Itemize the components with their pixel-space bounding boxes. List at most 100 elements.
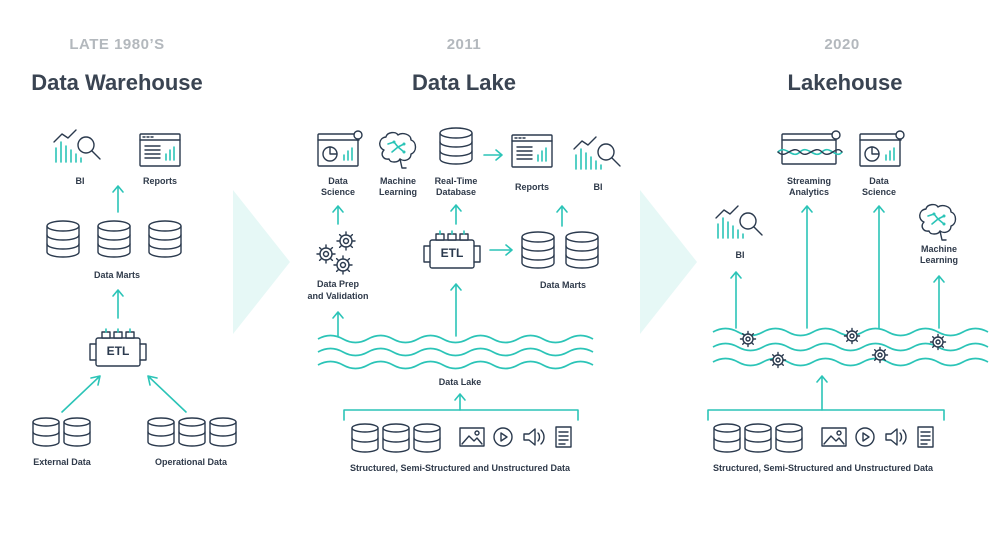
lake-prep-label-2: and Validation [307, 291, 368, 301]
lake-etl-label: ETL [441, 246, 464, 260]
lakehouse-science-label-2: Science [862, 187, 896, 197]
database-icon [63, 417, 91, 447]
database-icon [382, 423, 410, 453]
database-icon [46, 220, 80, 258]
database-icon [713, 423, 741, 453]
bi-icon [53, 129, 101, 163]
arrow-up-icon [730, 271, 742, 329]
reports-icon [511, 134, 553, 168]
gear-icon [929, 333, 947, 351]
database-icon [178, 417, 206, 447]
arrow-up-icon [112, 185, 124, 213]
gear-icon [843, 327, 861, 345]
database-icon [97, 220, 131, 258]
warehouse-bi-label: BI [76, 176, 85, 186]
lake-rtdb-label-1: Real-Time [435, 176, 478, 186]
lakehouse-panel: 2020 Lakehouse Streaming Analytics Data … [707, 36, 989, 473]
operational-data-label: Operational Data [155, 457, 228, 467]
database-icon [147, 417, 175, 447]
arrow-up-icon [556, 205, 568, 227]
lake-reports-label: Reports [515, 182, 549, 192]
warehouse-title: Data Warehouse [31, 70, 203, 95]
arrow-up-icon [332, 311, 344, 337]
database-icon [351, 423, 379, 453]
machine-learning-icon [378, 131, 417, 169]
arrow-up-icon [450, 283, 462, 337]
gear-icon [739, 330, 757, 348]
lake-ml-label-1: Machine [380, 176, 416, 186]
database-icon [775, 423, 803, 453]
audio-speaker-icon [523, 428, 545, 446]
reports-icon [139, 133, 181, 167]
arrow-diagonal-icon [147, 375, 187, 413]
document-icon [917, 426, 934, 448]
database-icon [148, 220, 182, 258]
source-bracket [343, 409, 579, 421]
lake-title: Data Lake [412, 70, 516, 95]
arrow-diagonal-icon [61, 375, 101, 413]
streaming-analytics-icon [777, 130, 843, 165]
arrow-right-icon [483, 149, 503, 161]
bi-icon [573, 136, 621, 170]
data-warehouse-panel: LATE 1980’S Data Warehouse BI Reports Da… [31, 36, 237, 467]
lakehouse-ml-label-1: Machine [921, 244, 957, 254]
video-play-icon [855, 427, 875, 447]
lakehouse-science-label-1: Data [869, 176, 890, 186]
external-data-label: External Data [33, 457, 92, 467]
data-science-icon [317, 130, 363, 167]
arrow-up-icon [801, 205, 813, 329]
lake-rtdb-label-2: Database [436, 187, 476, 197]
arrow-up-icon [112, 289, 124, 319]
arrow-up-icon [933, 275, 945, 329]
lake-ml-label-2: Learning [379, 187, 417, 197]
image-icon [459, 427, 485, 447]
lakehouse-bi-label: BI [736, 250, 745, 260]
machine-learning-icon [918, 203, 957, 241]
lakehouse-ml-label-2: Learning [920, 255, 958, 265]
data-science-icon [859, 130, 905, 167]
database-icon [209, 417, 237, 447]
gear-icon [769, 351, 787, 369]
lake-era: 2011 [447, 36, 482, 53]
lakehouse-title: Lakehouse [788, 70, 903, 95]
lake-science-label-2: Science [321, 187, 355, 197]
audio-speaker-icon [885, 428, 907, 446]
lakehouse-sources-label: Structured, Semi-Structured and Unstruct… [713, 463, 934, 473]
arrow-up-icon [450, 204, 462, 225]
document-icon [555, 426, 572, 448]
source-bracket [707, 409, 945, 421]
lakehouse-streaming-label-2: Analytics [789, 187, 829, 197]
arrow-up-icon [454, 393, 466, 411]
gear-icon [336, 231, 356, 251]
gear-icon [316, 244, 336, 264]
video-play-icon [493, 427, 513, 447]
warehouse-reports-label: Reports [143, 176, 177, 186]
lake-science-label-1: Data [328, 176, 349, 186]
chevron-separator-2 [640, 190, 697, 334]
warehouse-etl-label: ETL [107, 344, 130, 358]
image-icon [821, 427, 847, 447]
gear-icon [333, 255, 353, 275]
gear-icon [871, 346, 889, 364]
chevron-separator-1 [233, 190, 290, 334]
database-icon [521, 231, 555, 269]
bi-icon [715, 205, 763, 239]
data-lake-waves [317, 334, 594, 370]
lake-lake-label: Data Lake [439, 377, 482, 387]
lakehouse-streaming-label-1: Streaming [787, 176, 831, 186]
lake-sources-label: Structured, Semi-Structured and Unstruct… [350, 463, 571, 473]
database-icon [565, 231, 599, 269]
lake-prep-label-1: Data Prep [317, 279, 360, 289]
lake-marts-label: Data Marts [540, 280, 586, 290]
database-icon [32, 417, 60, 447]
arrow-up-icon [332, 205, 344, 225]
database-icon [744, 423, 772, 453]
arrow-up-icon [873, 205, 885, 329]
warehouse-era: LATE 1980’S [69, 36, 164, 53]
data-lake-panel: 2011 Data Lake Data Science Machine Lear… [307, 36, 621, 473]
lake-bi-label: BI [594, 182, 603, 192]
lakehouse-era: 2020 [824, 36, 859, 53]
warehouse-marts-label: Data Marts [94, 270, 140, 280]
arrow-right-icon [489, 244, 513, 256]
